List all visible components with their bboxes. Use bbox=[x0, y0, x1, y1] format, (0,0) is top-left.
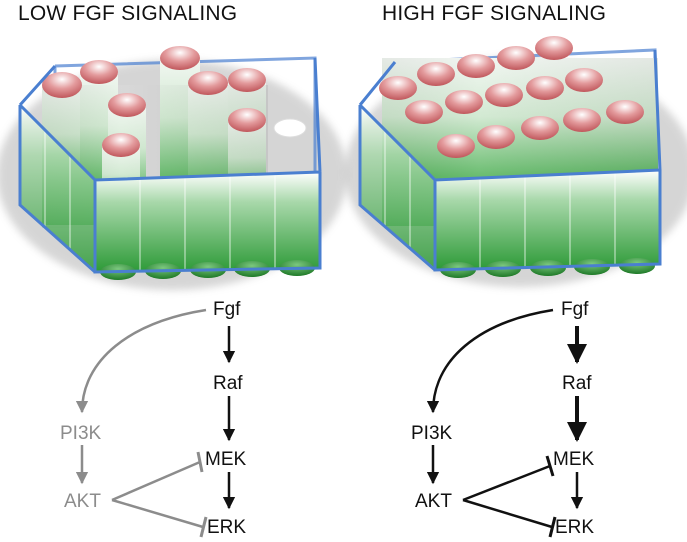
fgf-to-pi3k-arrow bbox=[426, 308, 554, 414]
rack-dividers bbox=[44, 130, 276, 270]
pi3k-label: PI3K bbox=[411, 423, 453, 444]
inhibition-bar bbox=[548, 516, 557, 538]
low-fgf-pathway bbox=[75, 308, 236, 538]
akt-inhibits-erk bbox=[111, 498, 204, 529]
inhibition-bar bbox=[199, 516, 208, 538]
raf-label: Raf bbox=[562, 373, 592, 394]
mek-label: MEK bbox=[553, 449, 595, 470]
fgf-to-pi3k-arrow bbox=[75, 308, 207, 414]
rack-dividers bbox=[384, 130, 616, 268]
empty-slot bbox=[273, 118, 307, 138]
rack-side bbox=[360, 105, 435, 270]
rack-front bbox=[95, 172, 320, 272]
high-fgf-pathway bbox=[426, 308, 587, 538]
tube-cap bbox=[160, 46, 200, 70]
akt-inhibits-mek bbox=[462, 464, 551, 502]
tube-cap bbox=[228, 68, 266, 92]
akt-label: AKT bbox=[415, 491, 452, 512]
pi3k-label: PI3K bbox=[60, 423, 102, 444]
inhibition-bar bbox=[196, 451, 204, 473]
rack-frame bbox=[358, 49, 662, 272]
rack-frame bbox=[18, 57, 322, 274]
akt-inhibits-erk bbox=[462, 498, 553, 529]
rack-side bbox=[20, 105, 95, 272]
erk-label: ERK bbox=[555, 517, 595, 538]
fgf-label: Fgf bbox=[561, 299, 589, 320]
high-fgf-rack bbox=[345, 36, 687, 287]
tube-cap bbox=[108, 93, 146, 117]
tube-cap bbox=[80, 60, 118, 84]
tube-cap bbox=[102, 133, 140, 157]
low-fgf-title: LOW FGF SIGNALING bbox=[18, 2, 238, 25]
akt-label: AKT bbox=[64, 491, 101, 512]
tube-cap bbox=[228, 108, 266, 132]
tube-caps bbox=[379, 36, 644, 158]
akt-inhibits-mek bbox=[111, 460, 201, 502]
inhibition-bar bbox=[545, 455, 555, 477]
rack-front bbox=[435, 170, 660, 270]
low-fgf-rack bbox=[0, 46, 347, 290]
tube-cap bbox=[188, 71, 228, 95]
fgf-label: Fgf bbox=[213, 299, 241, 320]
tube-caps bbox=[42, 46, 307, 157]
raf-label: Raf bbox=[213, 373, 243, 394]
tube-cap bbox=[42, 72, 82, 98]
erk-label: ERK bbox=[207, 517, 247, 538]
high-fgf-title: HIGH FGF SIGNALING bbox=[382, 2, 607, 25]
mek-label: MEK bbox=[205, 449, 247, 470]
